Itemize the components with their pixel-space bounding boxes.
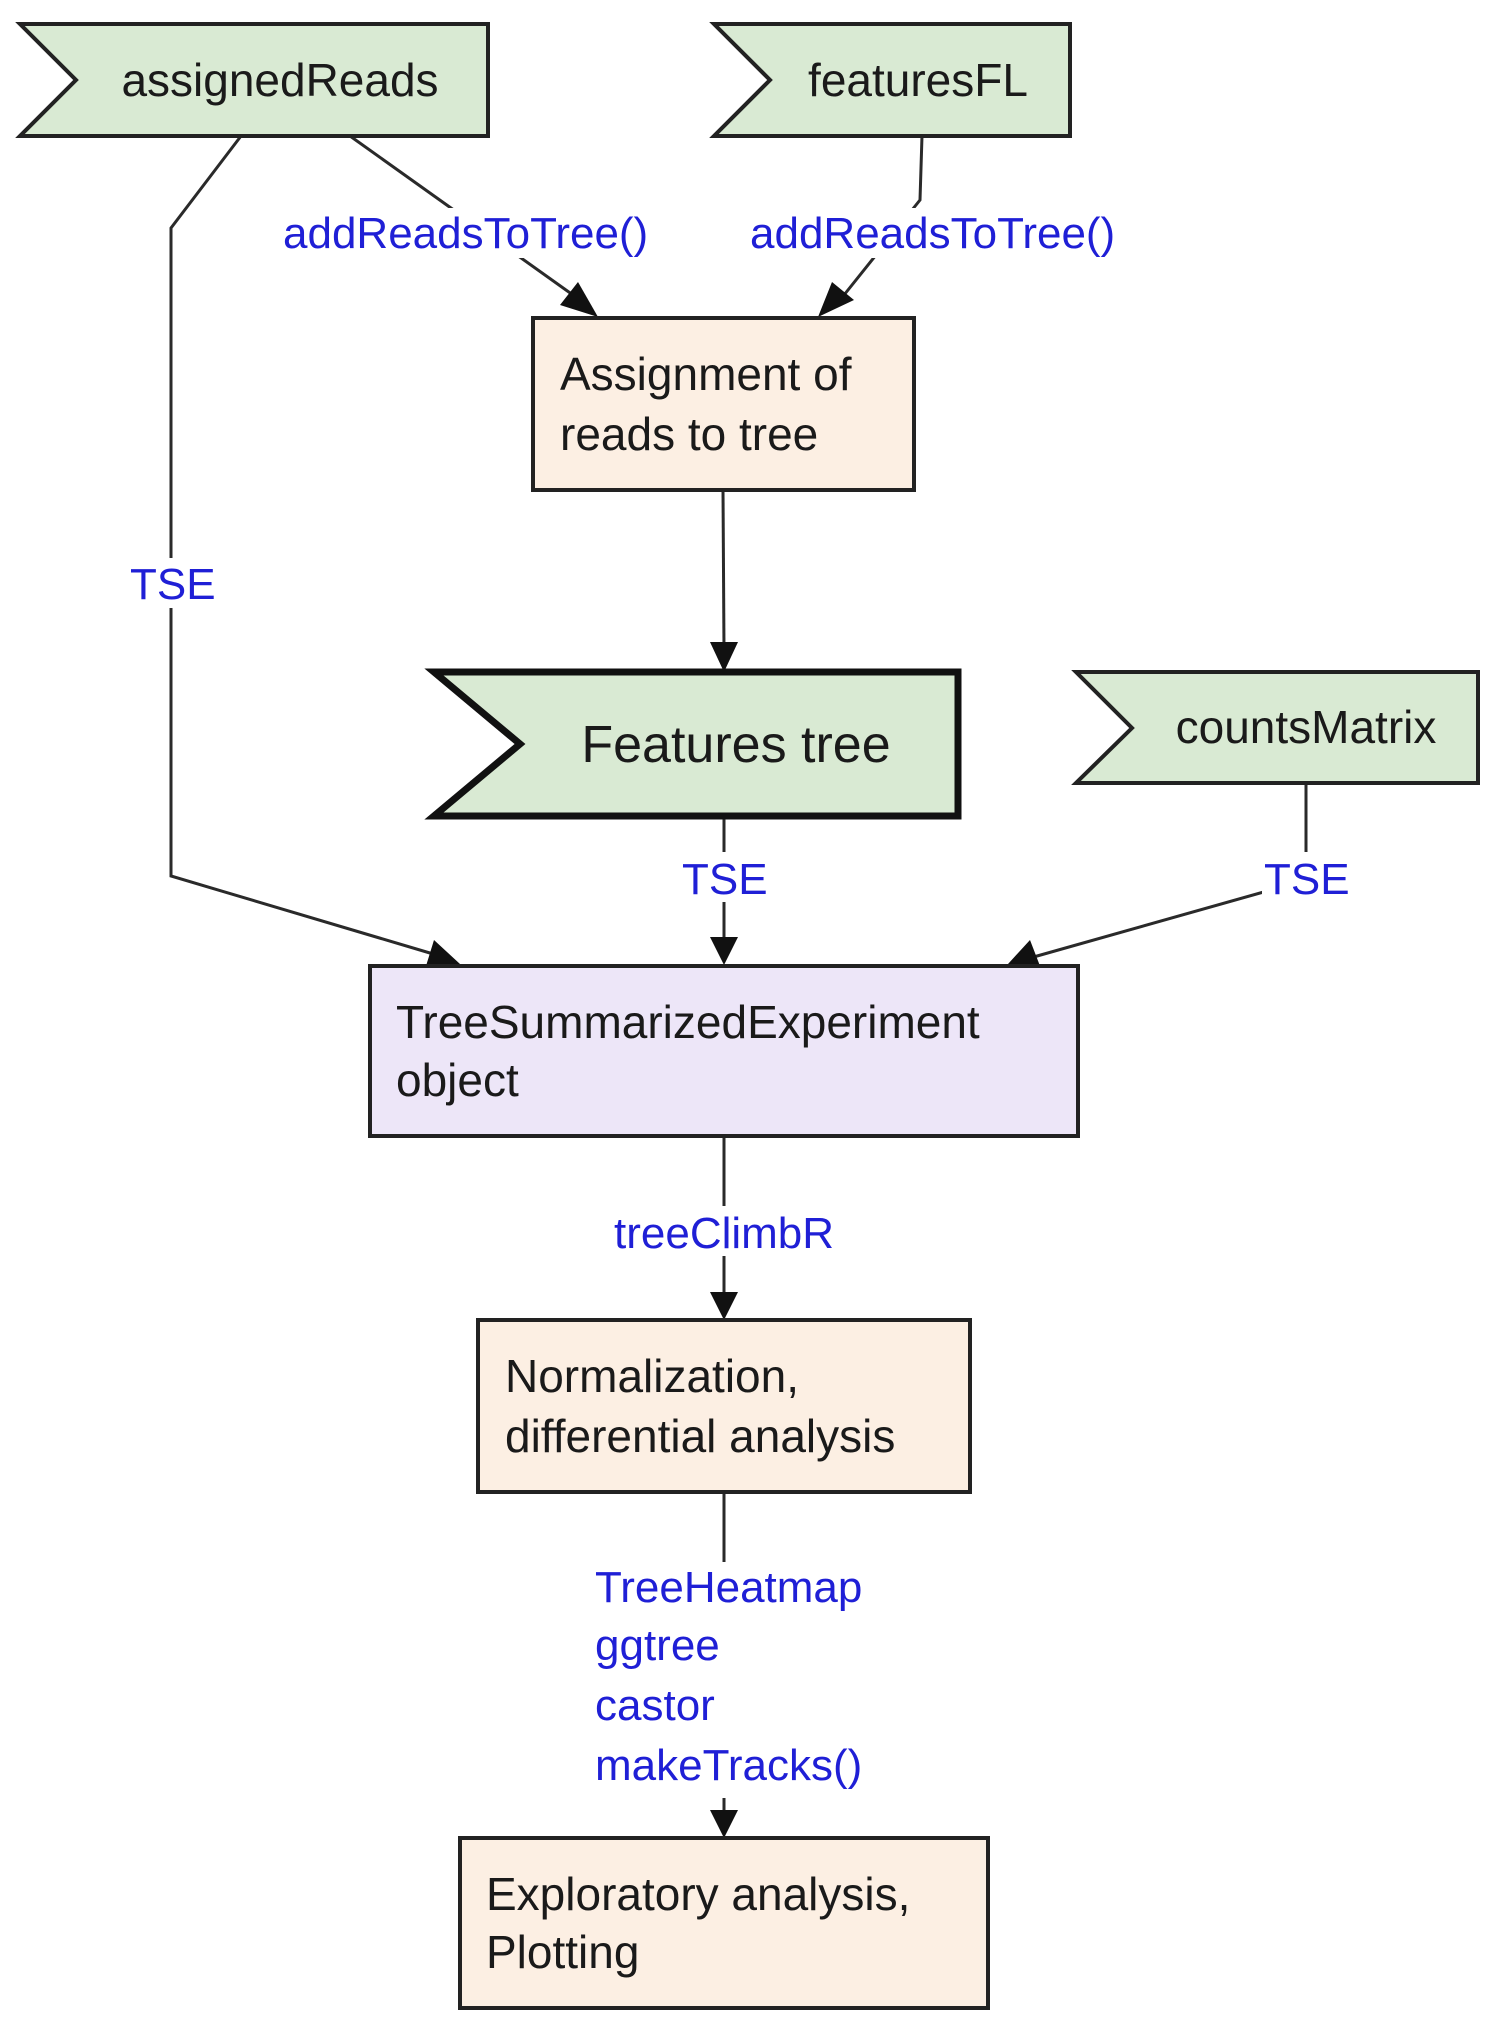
label-bg [126,558,220,608]
features-fl-label: featuresFL [808,54,1028,106]
arrowhead [426,940,460,966]
node-tse-object: TreeSummarizedExperiment object [368,964,1080,1138]
edge-label-plot-tool-4: makeTracks() [595,1741,862,1790]
arrowhead [710,937,738,965]
edge-labels: addReadsToTree() addReadsToTree() TSE TS… [126,208,1356,1798]
node-exploratory: Exploratory analysis, Plotting [458,1836,990,2010]
edge-assigned-to-tse [169,135,441,958]
arrowhead [710,1292,738,1320]
label-bg [680,852,774,902]
assignment-label-line2: reads to tree [560,408,818,460]
node-assignment: Assignment of reads to tree [531,316,916,492]
assignment-box [531,316,916,492]
label-bg [612,1206,850,1256]
edge-label-plot-tool-3: castor [595,1681,715,1730]
edge-label-tree-to-tse: TSE [682,855,768,904]
exploratory-label-line1: Exploratory analysis, [486,1868,910,1920]
counts-matrix-shape [1071,670,1480,785]
arrowhead [560,282,598,317]
edge-label-plot-tool-1: TreeHeatmap [595,1563,862,1612]
arrowhead [710,642,738,672]
features-fl-shape [709,22,1072,138]
node-counts-matrix: countsMatrix [1071,670,1480,785]
normalization-label-line2: differential analysis [505,1410,895,1462]
counts-matrix-label: countsMatrix [1176,701,1437,753]
tse-object-box [368,964,1080,1138]
edge-label-plot-tool-2: ggtree [595,1621,720,1670]
edge-assignment-to-tree [721,489,726,651]
edge-features-to-assignment [838,135,924,301]
arrowhead [710,1810,738,1838]
edge-label-tse-to-normalization: treeClimbR [614,1209,834,1258]
node-assigned-reads: assignedReads [15,22,490,138]
label-bg [1262,852,1356,902]
arrowhead [1008,940,1040,966]
features-tree-shape [424,668,962,820]
label-bg [748,208,1136,258]
label-bg [594,1562,884,1798]
normalization-label-line1: Normalization, [505,1350,799,1402]
normalization-box [476,1318,972,1494]
node-normalization: Normalization, differential analysis [476,1318,972,1494]
edge-label-assigned-to-tse: TSE [130,560,216,609]
assignment-label-line1: Assignment of [560,348,852,400]
edge-label-counts-to-tse: TSE [1264,855,1350,904]
assigned-reads-shape [15,22,490,138]
exploratory-label-line2: Plotting [486,1926,639,1978]
tse-object-label-line1: TreeSummarizedExperiment [396,996,980,1048]
label-bg [282,208,670,258]
exploratory-box [458,1836,990,2010]
node-features-tree: Features tree [424,668,962,820]
features-tree-label: Features tree [581,716,890,774]
arrowhead [818,282,854,317]
assigned-reads-label: assignedReads [121,54,438,106]
edge-label-assigned-to-assignment: addReadsToTree() [283,209,648,258]
tse-object-label-line2: object [396,1054,519,1106]
edge-label-features-to-assignment: addReadsToTree() [750,209,1115,258]
node-features-fl: featuresFL [709,22,1072,138]
